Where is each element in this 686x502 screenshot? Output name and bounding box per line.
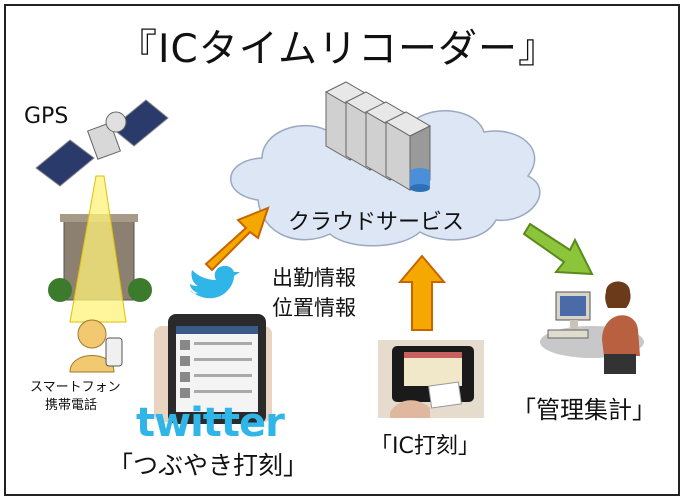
smartphone-user-icon — [69, 319, 123, 373]
upward-right-arrow — [204, 206, 270, 272]
smartphone-label: スマートフォン — [30, 380, 121, 395]
attendance-info-label: 出勤情報 — [272, 266, 356, 290]
ic-card-reader-icon — [378, 340, 484, 418]
diagram-title: 『ICタイムリコーダー』 — [118, 27, 558, 72]
smartphone-screen-icon — [154, 314, 272, 424]
cloud-service-label: クラウドサービス — [288, 210, 465, 235]
location-info-label: 位置情報 — [272, 296, 356, 320]
satellite-icon — [35, 99, 169, 187]
twitter-logo: twitter — [136, 400, 285, 446]
downward-right-arrow — [522, 222, 594, 276]
mobile-phone-label: 携帯電話 — [45, 398, 98, 413]
tweet-clock-in-label: 「つぶやき打刻」 — [108, 451, 309, 480]
server-rack-icon — [324, 81, 432, 192]
gps-label: GPS — [24, 104, 69, 129]
upward-arrow — [397, 254, 447, 331]
gps-beam — [69, 175, 127, 323]
management-summary-label: 「管理集計」 — [512, 396, 656, 424]
twitter-bird-icon — [190, 265, 240, 299]
ic-clock-in-label: 「IC打刻」 — [370, 434, 480, 459]
office-worker-icon — [540, 281, 644, 374]
